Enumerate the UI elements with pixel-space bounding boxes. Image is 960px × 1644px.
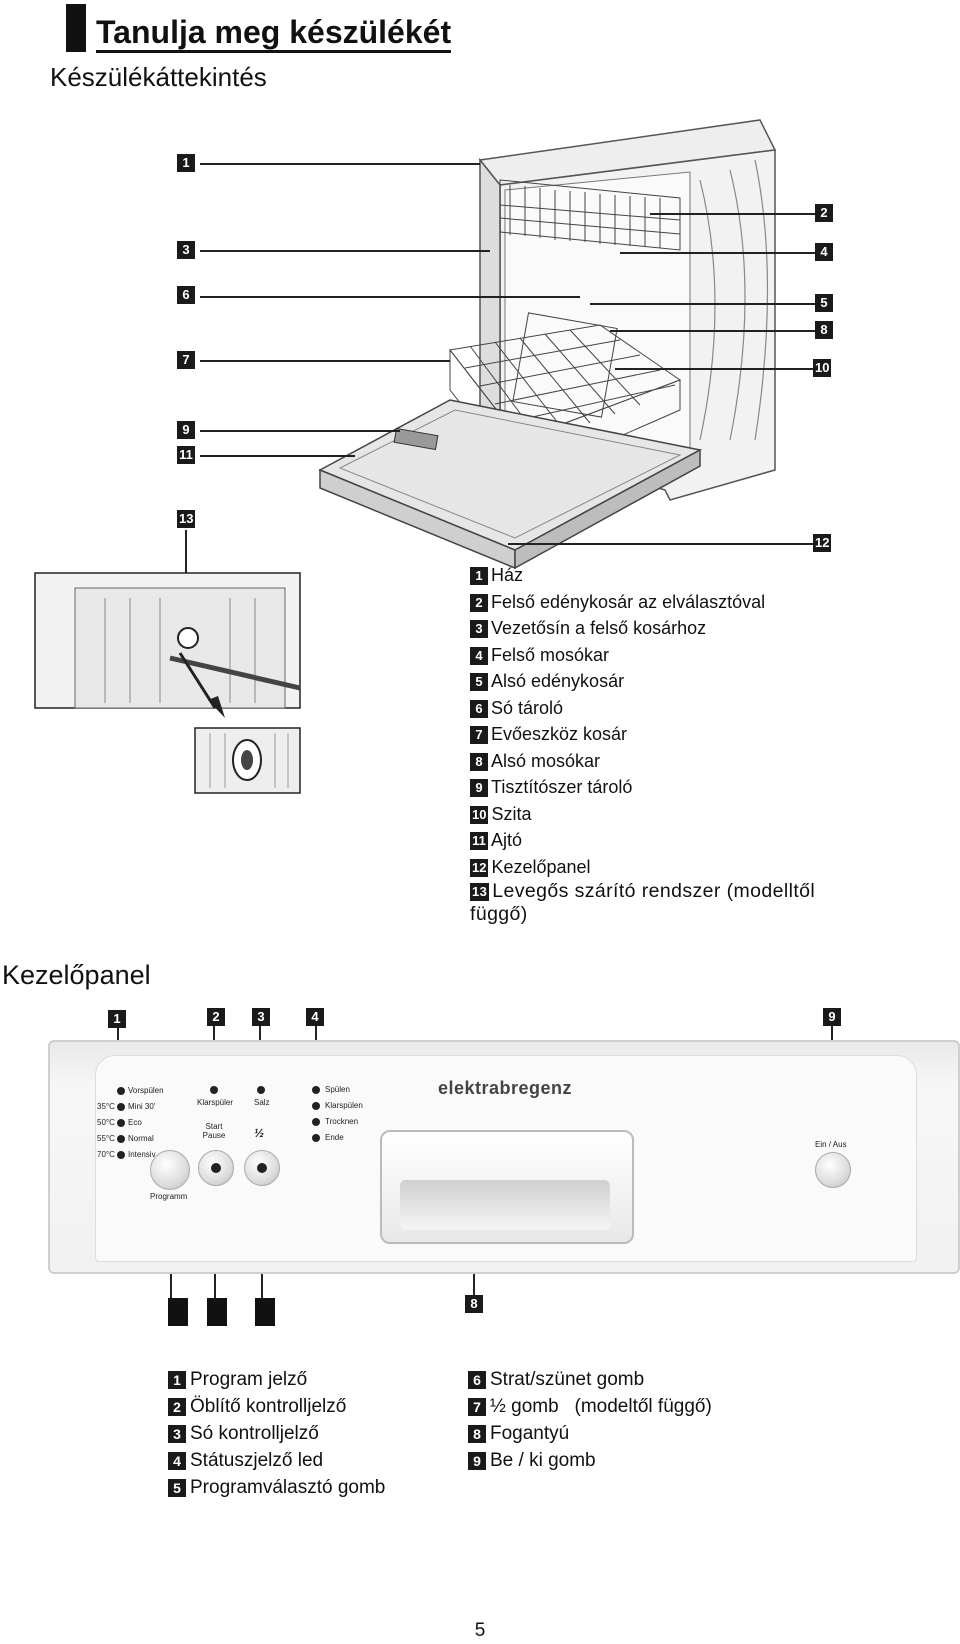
panel-callout-8: 8 — [465, 1295, 483, 1313]
start-pause-label: Start Pause — [202, 1122, 226, 1140]
marker-block — [207, 1298, 227, 1326]
callout-7: 7 — [177, 351, 195, 369]
status-label: Spülen — [325, 1085, 350, 1094]
panel-callout-4: 4 — [306, 1008, 324, 1026]
panel-callout-3: 3 — [252, 1008, 270, 1026]
callout-13: 13 — [177, 510, 196, 528]
program-led — [117, 1135, 125, 1143]
program-label: Mini 30' — [128, 1102, 156, 1111]
program-label: Vorspülen — [128, 1086, 164, 1095]
program-knob-label: Programm — [150, 1192, 188, 1201]
half-load-button[interactable] — [244, 1150, 280, 1186]
callout-10: 10 — [813, 359, 832, 377]
callout-1: 1 — [177, 154, 195, 172]
callout-8: 8 — [815, 321, 833, 339]
program-led — [117, 1087, 125, 1095]
program-label: Normal — [128, 1134, 154, 1143]
program-led — [117, 1103, 125, 1111]
callout-9: 9 — [177, 421, 195, 439]
callout-3: 3 — [177, 241, 195, 259]
callout-4: 4 — [815, 243, 833, 261]
status-led — [312, 1102, 320, 1110]
status-led — [312, 1086, 320, 1094]
half-load-label: ½ — [254, 1126, 265, 1140]
marker-block — [168, 1298, 188, 1326]
program-knob[interactable] — [150, 1150, 190, 1190]
power-label: Ein / Aus — [815, 1140, 847, 1149]
status-label: Klarspülen — [325, 1101, 363, 1110]
rinse-aid-label: Klarspüler — [197, 1098, 234, 1107]
panel-callout-1: 1 — [108, 1010, 126, 1028]
temp-label: 70°C — [97, 1150, 115, 1159]
callout-2: 2 — [815, 204, 833, 222]
program-label: Intensiv — [128, 1150, 156, 1159]
callout-11: 11 — [177, 446, 195, 464]
page-subtitle: Készülékáttekintés — [50, 62, 267, 92]
status-led — [312, 1134, 320, 1142]
temp-label: 50°C — [97, 1118, 115, 1127]
program-led — [117, 1151, 125, 1159]
page-title: Tanulja meg készülékét — [96, 14, 452, 53]
temp-label: 35°C — [97, 1102, 115, 1111]
brand-logo: elektrabregenz — [438, 1078, 573, 1098]
title-marker — [66, 4, 86, 52]
salt-label: Salz — [254, 1098, 270, 1107]
start-pause-button[interactable] — [198, 1150, 234, 1186]
door-handle-grip — [400, 1180, 610, 1230]
callout-12: 12 — [813, 534, 832, 552]
panel-callout-2: 2 — [207, 1008, 225, 1026]
status-label: Trocknen — [325, 1117, 359, 1126]
temp-label: 55°C — [97, 1134, 115, 1143]
marker-block — [255, 1298, 275, 1326]
status-label: Ende — [325, 1133, 344, 1142]
panel-callout-9: 9 — [823, 1008, 841, 1026]
callout-5: 5 — [815, 294, 833, 312]
dishwasher-illustration — [318, 119, 777, 570]
salt-led — [257, 1086, 265, 1094]
power-button[interactable] — [815, 1152, 851, 1188]
page-number: 5 — [474, 1620, 486, 1641]
status-led — [312, 1118, 320, 1126]
control-panel-heading: Kezelőpanel — [2, 960, 151, 990]
callout-6: 6 — [177, 286, 195, 304]
program-led — [117, 1119, 125, 1127]
program-label: Eco — [128, 1118, 142, 1127]
drying-system-inset — [34, 530, 301, 794]
rinse-aid-led — [210, 1086, 218, 1094]
